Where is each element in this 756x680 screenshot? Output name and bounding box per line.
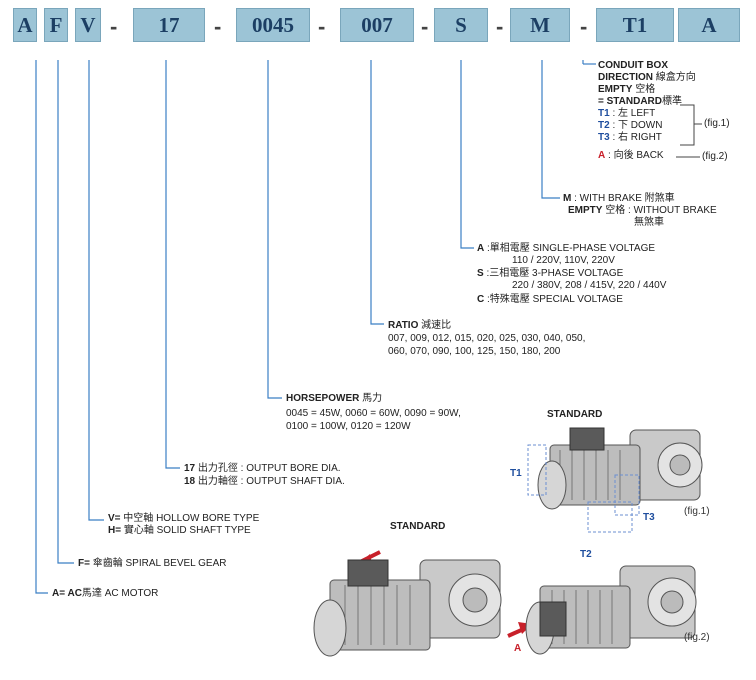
gear-f: F= 傘齒輪 SPIRAL BEVEL GEAR [78,558,227,569]
conduit-a: A : 向後 BACK [598,150,664,161]
dash: - [214,14,222,39]
fig2-a-label: A [514,643,522,654]
bore-17: 17 出力孔徑 : OUTPUT BORE DIA. [184,463,341,474]
motor-illustration-fig2 [507,565,697,655]
fig1-t3-label: T3 [643,512,655,523]
conduit-t3: T3 : 右 RIGHT [598,132,662,143]
fig1-caption: (fig.1) [684,506,710,517]
motor-illustration-standard [313,550,502,657]
code-box-17: 17 [133,8,205,42]
dash: - [496,14,504,39]
shaft-h: H= 實心軸 SOLID SHAFT TYPE [108,525,251,536]
motor-illustration-fig1 [527,427,703,533]
bracket-fig1 [680,104,695,146]
ratio-row-1: 007, 009, 012, 015, 020, 025, 030, 040, … [388,333,586,344]
brake-m: M : WITH BRAKE 附煞車 [563,193,675,204]
leader-motor [35,60,48,594]
hp-row-1: 0045 = 45W, 0060 = 60W, 0090 = 90W, [286,408,461,419]
conduit-fig1: (fig.1) [704,118,730,129]
voltage-a-values: 110 / 220V, 110V, 220V [512,255,615,266]
code-box-s: S [434,8,488,42]
code-box-a2: A [678,8,740,42]
conduit-t2: T2 : 下 DOWN [598,120,663,131]
leader-bore [165,60,180,469]
code-box-007: 007 [340,8,414,42]
fig1-t1-label: T1 [510,468,522,479]
code-box-t1: T1 [596,8,674,42]
fig1-standard-label: STANDARD [547,409,603,420]
voltage-s-values: 220 / 380V, 208 / 415V, 220 / 440V [512,280,667,291]
dash: - [580,14,588,39]
fig2-caption: (fig.2) [684,632,710,643]
code-box-m: M [510,8,570,42]
leader-brake [541,60,560,199]
dash: - [421,14,429,39]
voltage-s: S :三相電壓 3-PHASE VOLTAGE [477,268,624,279]
dash: - [318,14,326,39]
ratio-row-2: 060, 070, 090, 100, 125, 150, 180, 200 [388,346,561,357]
dash: - [110,14,118,39]
code-box-a: A [13,8,37,42]
conduit-empty: EMPTY 空格 [598,84,656,95]
code-box-v: V [75,8,101,42]
hp-row-2: 0100 = 100W, 0120 = 120W [286,421,411,432]
conduit-standard: = STANDARD標準 [598,96,682,107]
leader-gear [57,60,74,564]
brake-empty-cn: 無煞車 [634,217,664,228]
leader-shaft [88,60,104,521]
fig1-t2-label: T2 [580,549,592,560]
voltage-c: C :特殊電壓 SPECIAL VOLTAGE [477,294,623,305]
voltage-a: A :單相電壓 SINGLE-PHASE VOLTAGE [477,243,656,254]
conduit-title-2: DIRECTION 線盒方向 [598,72,696,83]
ratio-title: RATIO 減速比 [388,320,452,331]
shaft-v: V= 中空軸 HOLLOW BORE TYPE [108,513,260,524]
leader-voltage [460,60,474,249]
hp-title: HORSEPOWER 馬力 [286,393,383,404]
brake-empty: EMPTY 空格 : WITHOUT BRAKE [568,205,717,216]
code-box-f: F [44,8,68,42]
conduit-title-1: CONDUIT BOX [598,60,668,71]
motor-a: A= AC馬達 AC MOTOR [52,588,159,599]
conduit-fig2: (fig.2) [702,151,728,162]
leader-hp [267,60,282,399]
fig-left-standard-label: STANDARD [390,521,446,532]
leader-ratio [370,60,384,325]
conduit-t1: T1 : 左 LEFT [598,108,656,119]
bore-18: 18 出力軸徑 : OUTPUT SHAFT DIA. [184,476,345,487]
code-box-0045: 0045 [236,8,310,42]
